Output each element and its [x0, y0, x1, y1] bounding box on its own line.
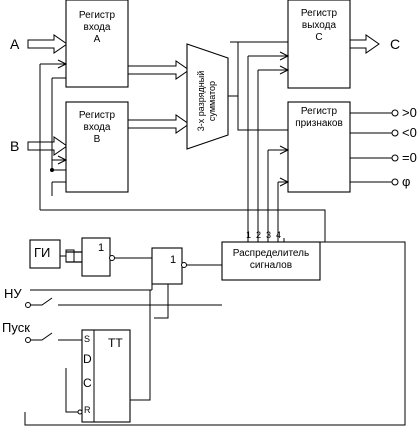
adder-block: [186, 43, 229, 150]
switch-nu: [30, 297, 222, 306]
register-flags: [287, 101, 351, 193]
wire-ctl-f1: [267, 149, 288, 242]
wire-flag-outputs: [350, 112, 392, 183]
wire-ctl-c1: [247, 55, 288, 242]
distributor-block: [221, 241, 321, 281]
generator-block: [29, 239, 61, 269]
wire-frame: [24, 238, 406, 426]
wire-left-bus-a: [39, 63, 66, 210]
wire-ctl-f2: [277, 181, 288, 242]
register-input-a: [65, 0, 129, 88]
register-input-b: [65, 101, 129, 193]
bus-arrow-a: [27, 34, 68, 54]
bus-arrow-b: [27, 136, 68, 156]
trigger-block: [81, 329, 131, 423]
terminal-gt: [391, 109, 399, 117]
bus-arrow-b-to-adder: [126, 114, 190, 134]
register-output-c: [287, 0, 351, 89]
wire-bottom-bus: [40, 209, 326, 243]
terminal-lt: [391, 129, 399, 137]
switch-pusk: [30, 332, 82, 341]
bus-arrow-a-to-adder: [126, 60, 190, 80]
terminal-eq: [391, 154, 399, 162]
gate-2-block: [151, 247, 183, 285]
bus-arrow-c: [348, 34, 380, 54]
terminal-phi: [391, 178, 399, 186]
gate-1-block: [81, 237, 111, 277]
wire-ctl-c2: [257, 69, 288, 242]
